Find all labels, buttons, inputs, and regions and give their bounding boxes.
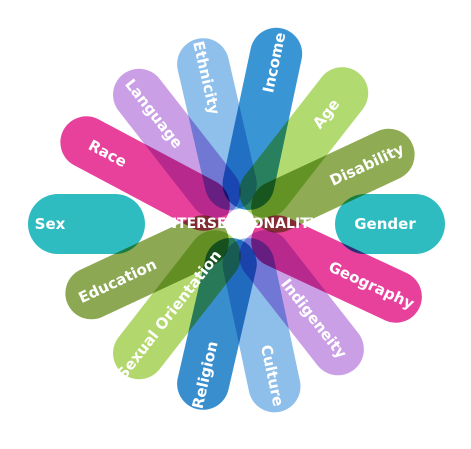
petal-race bbox=[60, 116, 230, 231]
label-gender: Gender bbox=[354, 215, 416, 233]
petal-geography bbox=[251, 215, 422, 323]
petal-sex bbox=[28, 194, 145, 254]
petal-disability bbox=[251, 128, 415, 233]
petal-shapes bbox=[28, 27, 445, 413]
label-sex: Sex bbox=[35, 215, 66, 233]
petal-income bbox=[222, 27, 303, 210]
petal-religion bbox=[177, 237, 257, 410]
center-label: INTERSECTIONALITY bbox=[160, 216, 321, 232]
petal-education bbox=[65, 215, 229, 320]
petal-gender bbox=[335, 194, 445, 254]
